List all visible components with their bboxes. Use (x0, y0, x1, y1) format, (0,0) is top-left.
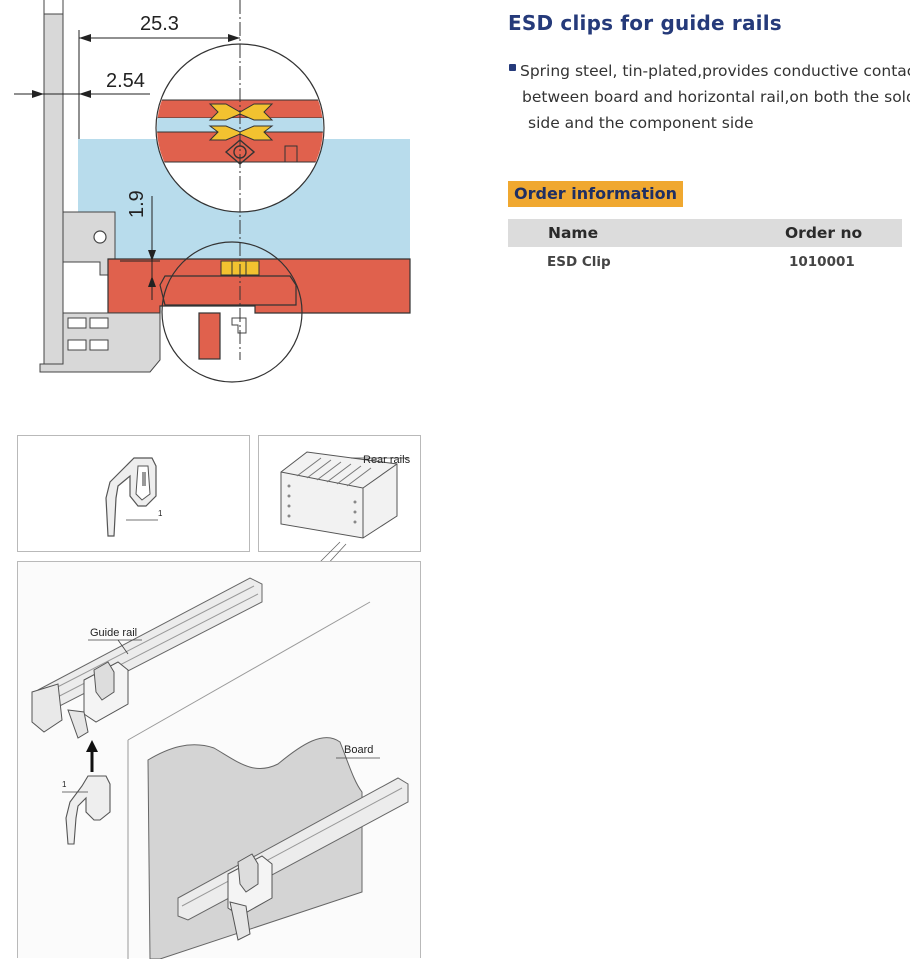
assembly-illustration (31, 577, 409, 960)
clip-callout-1: 1 (158, 509, 163, 518)
dimension-2-54: 2.54 (106, 70, 145, 92)
detail-magnifier-bottom (161, 241, 303, 383)
esd-clip-illustration (105, 457, 158, 537)
label-rear-rails: Rear rails (363, 454, 411, 466)
cell-name: ESD Clip (547, 254, 611, 270)
clip-callout-2: 1 (62, 780, 67, 789)
label-board: Board (344, 744, 374, 756)
bullet-square-icon (509, 64, 516, 71)
bracket-hole (93, 230, 107, 244)
order-table: Name Order no ESD Clip 1010001 (508, 219, 902, 277)
bullet-line-1: Spring steel, tin-plated,provides conduc… (520, 62, 910, 80)
order-information-heading: Order information (508, 181, 683, 207)
front-panel (43, 13, 64, 365)
mounting-bracket (62, 211, 116, 276)
panel-assembly: Guide rail 1 Board (17, 561, 421, 960)
page-title: ESD clips for guide rails (508, 11, 782, 35)
description-bullet: Spring steel, tin-plated,provides conduc… (508, 58, 910, 136)
panel-rear-rails: Rear rails (258, 435, 421, 552)
dimension-1-9: 1.9 (126, 190, 148, 218)
cross-section-drawing (14, 0, 411, 383)
bullet-line-3: side and the component side (528, 114, 754, 132)
rack-illustration (280, 451, 409, 539)
panel-esd-clip: 1 (17, 435, 250, 552)
table-header: Name Order no (508, 219, 902, 247)
label-guide-rail: Guide rail (90, 627, 138, 639)
cell-order-no: 1010001 (789, 254, 855, 270)
rail-pin (198, 312, 221, 360)
table-row: ESD Clip 1010001 (508, 247, 902, 277)
column-header-name: Name (548, 224, 599, 242)
dimension-25-3: 25.3 (140, 13, 179, 35)
bullet-line-2: between board and horizontal rail,on bot… (522, 88, 910, 106)
column-header-order-no: Order no (785, 224, 863, 242)
